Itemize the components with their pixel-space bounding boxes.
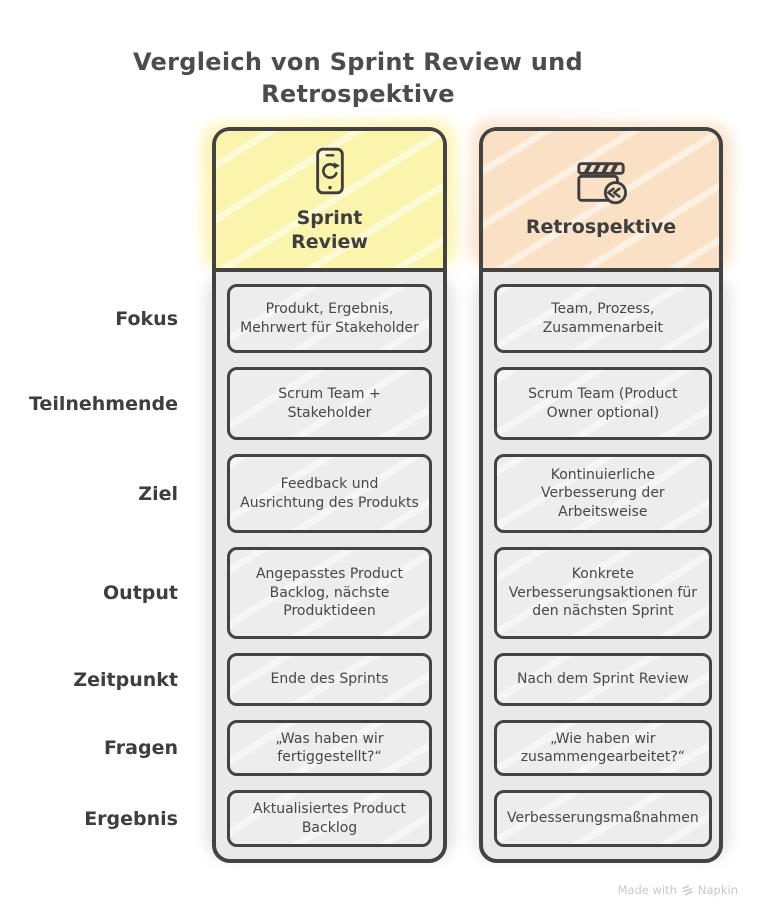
cell-fokus-retrospektive: Team, Prozess, Zusammenarbeit: [494, 284, 712, 353]
cell-fragen-retrospektive: „Wie haben wir zusammengearbeitet?“: [494, 720, 712, 776]
column-retrospektive: Retrospektive Team, Prozess, Zusammenarb…: [479, 127, 723, 863]
cell-teilnehmende-retrospektive: Scrum Team (Product Owner optional): [494, 367, 712, 440]
cell-fragen-sprint-review: „Was haben wir fertiggestellt?“: [227, 720, 432, 776]
cell-output-retrospektive: Konkrete Verbesserungsaktionen für den n…: [494, 547, 712, 639]
cell-ergebnis-sprint-review: Aktualisiertes Product Backlog: [227, 790, 432, 847]
row-label-zeitpunkt: Zeitpunkt: [73, 668, 178, 691]
row-label-ziel: Ziel: [138, 482, 178, 505]
column-sprint-review: Sprint Review Produkt, Ergebnis, Mehrwer…: [212, 127, 447, 863]
cell-zeitpunkt-retrospektive: Nach dem Sprint Review: [494, 653, 712, 706]
watermark-prefix: Made with: [617, 883, 677, 897]
cell-ergebnis-retrospektive: Verbesserungsmaßnahmen: [494, 790, 712, 847]
row-label-output: Output: [103, 582, 178, 604]
watermark: Made with Napkin: [618, 883, 739, 897]
row-label-ergebnis: Ergebnis: [84, 807, 178, 830]
smartphone-refresh-icon: [311, 145, 349, 197]
retrospektive-cells: Team, Prozess, Zusammenarbeit Scrum Team…: [483, 272, 719, 859]
clapperboard-rewind-icon: [574, 160, 628, 206]
cell-fokus-sprint-review: Produkt, Ergebnis, Mehrwert für Stakehol…: [227, 284, 432, 353]
cell-teilnehmende-sprint-review: Scrum Team + Stakeholder: [227, 367, 432, 440]
cell-zeitpunkt-sprint-review: Ende des Sprints: [227, 653, 432, 706]
retrospektive-column-title: Retrospektive: [525, 215, 677, 238]
cell-ziel-sprint-review: Feedback und Ausrichtung des Produkts: [227, 454, 432, 533]
cell-output-sprint-review: Angepasstes Product Backlog, nächste Pro…: [227, 547, 432, 639]
sprint-review-column-title: Sprint Review: [291, 206, 368, 253]
row-label-fokus: Fokus: [115, 307, 178, 330]
sprint-review-header: Sprint Review: [216, 131, 443, 272]
cell-ziel-retrospektive: Kontinuierliche Verbesserung der Arbeits…: [494, 454, 712, 533]
row-label-teilnehmende: Teilnehmende: [29, 392, 178, 415]
napkin-logo-icon: [681, 884, 694, 897]
retrospektive-header: Retrospektive: [483, 131, 719, 272]
row-label-fragen: Fragen: [104, 737, 178, 759]
watermark-brand: Napkin: [697, 883, 738, 897]
row-labels-column: Fokus Teilnehmende Ziel Output Zeitpunkt…: [0, 284, 178, 847]
diagram-title: Vergleich von Sprint Review und Retrospe…: [132, 48, 584, 109]
sprint-review-cells: Produkt, Ergebnis, Mehrwert für Stakehol…: [216, 272, 443, 859]
